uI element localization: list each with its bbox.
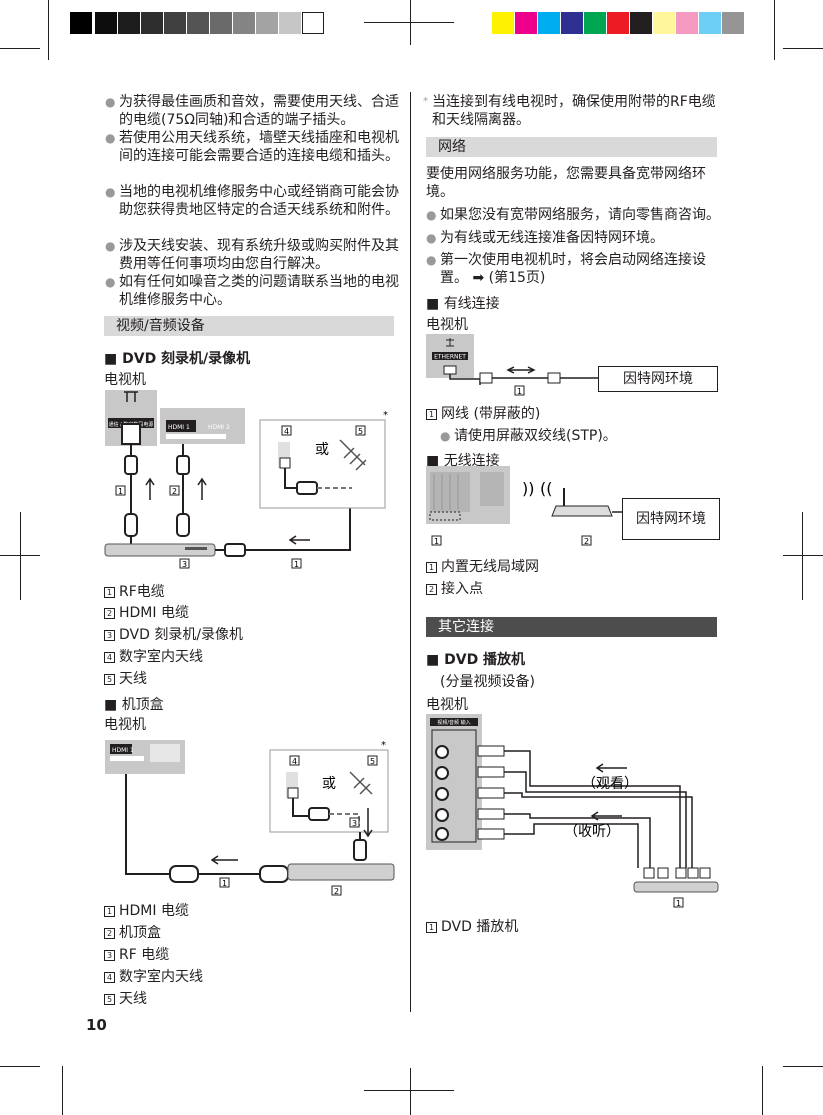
wired-diagram: ETHERNET 1	[426, 334, 598, 396]
bullet-item: ●为获得最佳画质和音效，需要使用天线、合适的电缆(75Ω同轴)和合适的端子插头。	[105, 94, 399, 128]
registration-mark	[20, 512, 21, 600]
crop-mark	[62, 1066, 63, 1115]
svg-text:3: 3	[182, 560, 187, 569]
crop-mark	[783, 48, 823, 49]
registration-mark	[802, 512, 803, 600]
bullet-item: ●当地的电视机维修服务中心或经销商可能会协助您获得贵地区特定的合适天线系统和附件…	[105, 184, 399, 218]
set-top-box-diagram: HDMI 1 1 2 4 5 * 或 3	[105, 740, 395, 896]
svg-text:4: 4	[292, 757, 297, 766]
bullet-item: ●涉及天线安装、现有系统升级或购买附件及其费用等任何事项均由您自行解决。	[105, 238, 399, 272]
svg-text:1: 1	[118, 487, 123, 496]
or-label: 或	[315, 442, 329, 458]
tv-label: 电视机	[426, 697, 468, 713]
svg-text:)): ))	[522, 479, 534, 498]
crop-mark	[762, 1066, 763, 1115]
svg-text:（收听）: （收听）	[564, 824, 620, 840]
column-divider	[410, 92, 411, 1012]
hdmi2-port-label: HDMI 2	[208, 424, 230, 431]
svg-text:（观看）: （观看）	[582, 776, 638, 792]
tv-label: 电视机	[104, 717, 146, 733]
svg-text:1: 1	[517, 387, 522, 396]
tv-label: 电视机	[104, 372, 146, 388]
bullet-item: ●为有线或无线连接准备因特网环境。	[426, 230, 664, 246]
bullet-item: ●如果您没有宽带网络服务，请向零售商咨询。	[426, 207, 720, 223]
crop-mark	[774, 0, 775, 60]
crop-mark	[0, 1066, 40, 1067]
wireless-diagram: )) (( 1 2	[426, 466, 628, 546]
bullet-item: ●请使用屏蔽双绞线(STP)。	[440, 428, 617, 444]
wired-heading: 有线连接	[426, 295, 500, 313]
svg-text:1: 1	[434, 537, 439, 546]
svg-text:5: 5	[370, 757, 375, 766]
svg-text:1: 1	[676, 899, 681, 908]
crop-mark	[783, 1066, 823, 1067]
bullet-item: ●如有任何如噪音之类的问题请联系当地的电视机维修服务中心。	[105, 274, 399, 308]
svg-text:5: 5	[358, 427, 363, 436]
hdmi1-port-label: HDMI 1	[168, 424, 190, 431]
section-title-other: 其它连接	[426, 617, 717, 637]
wireless-heading: 无线连接	[426, 452, 500, 470]
note: *当连接到有线电视时，确保使用附带的RF电缆和天线隔离器。	[423, 94, 716, 128]
registration-mark	[410, 1068, 411, 1115]
svg-text:视频/音频 输入: 视频/音频 输入	[437, 719, 470, 726]
bullet-item: ●第一次使用电视机时，将会启动网络连接设置。 ➡ (第15页)	[426, 252, 706, 286]
component-diagram: 视频/音频 输入 （观看） （收听） 1	[426, 714, 719, 908]
registration-mark	[364, 1090, 454, 1091]
svg-text:或: 或	[322, 776, 336, 792]
dvd-player-sub: (分量视频设备)	[440, 674, 535, 690]
dvd-player-heading: DVD 播放机	[426, 651, 525, 669]
svg-text:1: 1	[222, 879, 227, 888]
svg-text:((: ((	[540, 479, 552, 498]
svg-text:2: 2	[334, 887, 339, 896]
page-number: 10	[86, 1016, 107, 1034]
svg-text:*: *	[381, 740, 386, 751]
tv-label: 电视机	[426, 317, 468, 333]
svg-text:2: 2	[172, 487, 177, 496]
svg-text:ETHERNET: ETHERNET	[434, 354, 466, 361]
svg-text:1: 1	[294, 560, 299, 569]
crop-mark	[0, 48, 40, 49]
stb-heading: 机顶盒	[104, 696, 164, 714]
internet-box: 因特网环境	[622, 498, 720, 540]
internet-box: 因特网环境	[598, 366, 718, 392]
svg-text:HDMI 1: HDMI 1	[112, 747, 134, 754]
dvd-recorder-diagram: 通信 / 数字数码电源 HDMI 1 HDMI 2 1 2 3 1 4 5 * …	[104, 390, 388, 569]
svg-text:3: 3	[352, 819, 357, 828]
svg-text:*: *	[383, 410, 388, 421]
bullet-item: ●若使用公用天线系统，墙壁天线插座和电视机间的连接可能会需要合适的连接电缆和插头…	[105, 130, 399, 164]
registration-mark	[364, 22, 454, 23]
section-title-av: 视频/音频设备	[104, 316, 394, 336]
registration-mark	[410, 0, 411, 45]
registration-mark	[783, 555, 823, 556]
crop-mark	[48, 0, 49, 60]
svg-text:2: 2	[584, 537, 589, 546]
dvd-heading: DVD 刻录机/录像机	[104, 350, 250, 368]
svg-text:4: 4	[284, 427, 289, 436]
section-title-network: 网络	[426, 137, 717, 157]
network-intro: 要使用网络服务功能，您需要具备宽带网络环境。	[426, 166, 706, 200]
